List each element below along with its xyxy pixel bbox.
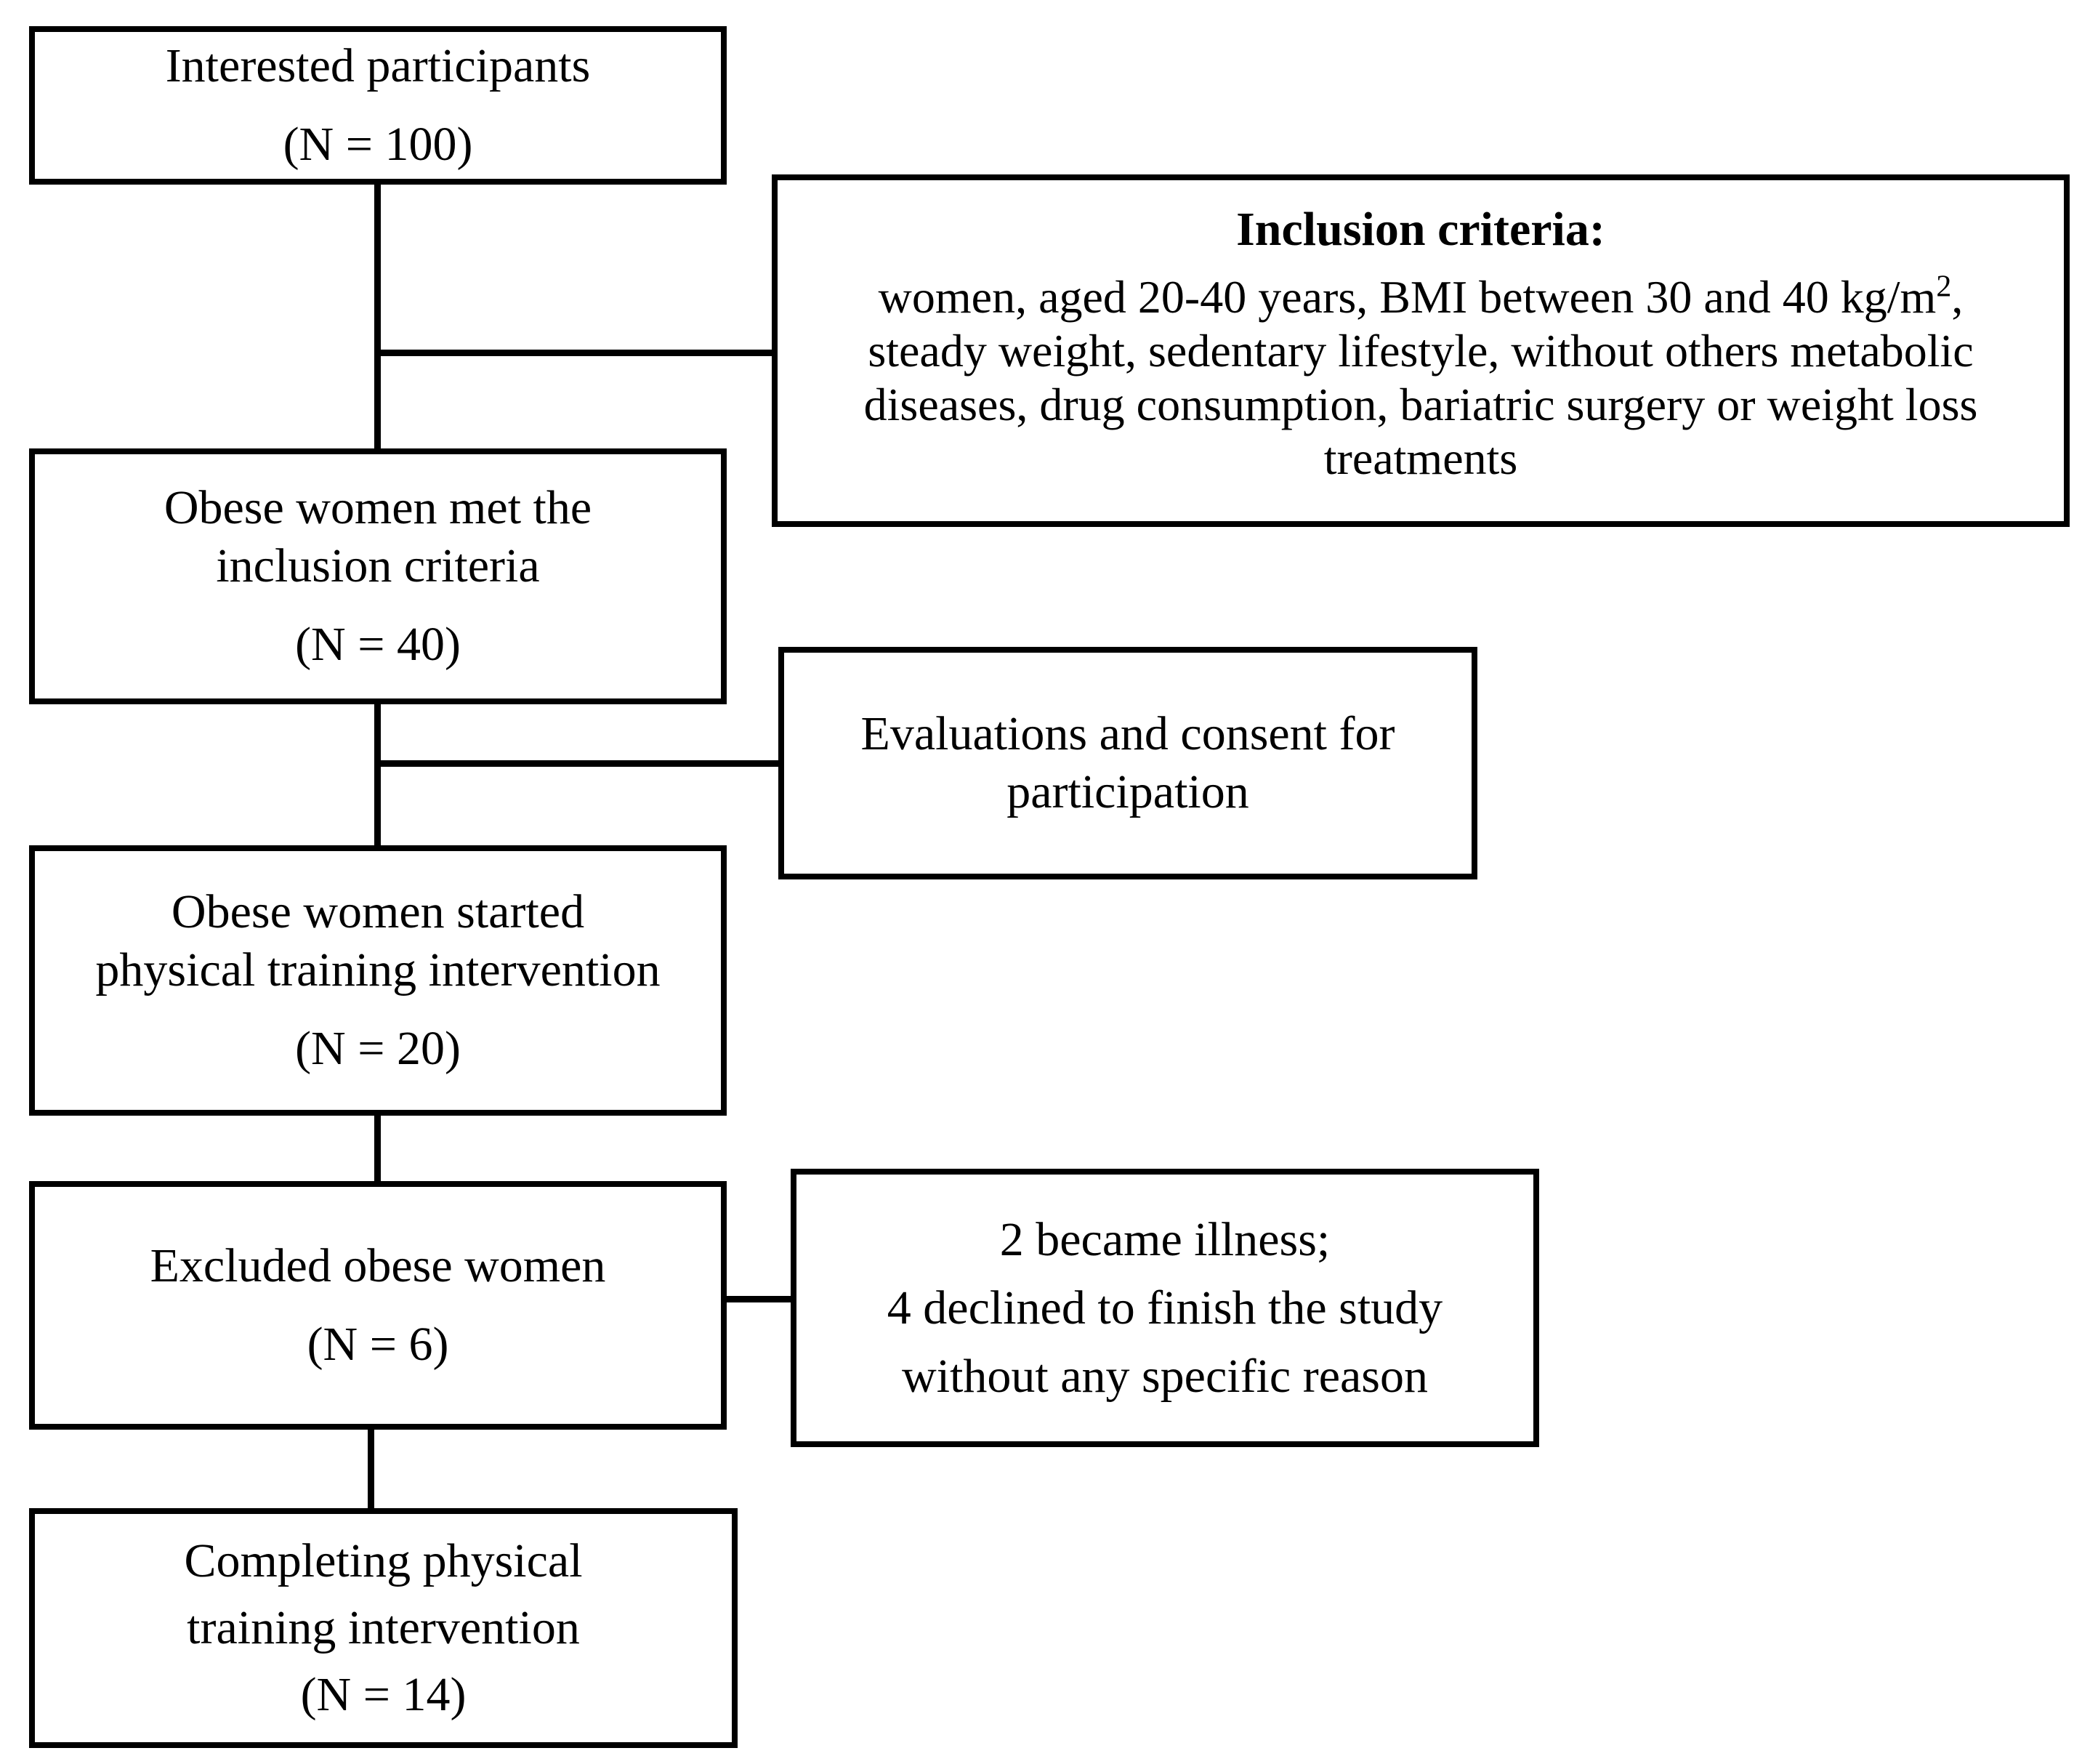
- exclusion-reasons-box: 2 became illness; 4 declined to finish t…: [791, 1169, 1539, 1447]
- exclusion-reasons-line-1: 2 became illness;: [999, 1212, 1331, 1266]
- interested-participants-count: (N = 100): [283, 118, 473, 171]
- connector-branch-inclusion: [374, 350, 778, 356]
- exclusion-reasons-line-3: without any specific reason: [902, 1349, 1428, 1403]
- inclusion-criteria-line-1: women, aged 20-40 years, BMI between 30 …: [879, 270, 1964, 324]
- met-criteria-line-1: Obese women met the: [164, 481, 592, 534]
- completing-line-2: training intervention: [187, 1601, 580, 1654]
- started-intervention-box: Obese women started physical training in…: [29, 845, 727, 1116]
- excluded-title: Excluded obese women: [150, 1239, 606, 1292]
- met-criteria-box: Obese women met the inclusion criteria (…: [29, 448, 727, 704]
- inclusion-criteria-line-4: treatments: [1323, 432, 1518, 484]
- met-criteria-line-2: inclusion criteria: [216, 539, 540, 592]
- inclusion-criteria-box: Inclusion criteria: women, aged 20-40 ye…: [772, 174, 2070, 527]
- evaluations-line-2: participation: [1006, 765, 1249, 818]
- started-intervention-count: (N = 20): [295, 1022, 461, 1075]
- completing-line-1: Completing physical: [184, 1534, 583, 1587]
- connector-met-to-started: [374, 700, 381, 850]
- completing-box: Completing physical training interventio…: [29, 1508, 738, 1748]
- inclusion-criteria-line-2: steady weight, sedentary lifestyle, with…: [868, 324, 1974, 376]
- excluded-box: Excluded obese women (N = 6): [29, 1181, 727, 1430]
- connector-branch-evaluations: [374, 760, 781, 767]
- connector-excluded-to-completing: [368, 1426, 374, 1512]
- exclusion-reasons-line-2: 4 declined to finish the study: [887, 1281, 1443, 1334]
- started-intervention-line-2: physical training intervention: [95, 943, 661, 996]
- evaluations-line-1: Evaluations and consent for: [860, 707, 1395, 760]
- evaluations-box: Evaluations and consent for participatio…: [778, 647, 1477, 879]
- inclusion-criteria-superscript: 2: [1936, 270, 1952, 304]
- inclusion-criteria-line-3: diseases, drug consumption, bariatric su…: [863, 378, 1978, 430]
- interested-participants-box: Interested participants (N = 100): [29, 26, 727, 185]
- met-criteria-count: (N = 40): [295, 618, 461, 671]
- excluded-count: (N = 6): [307, 1318, 449, 1371]
- connector-started-to-excluded: [374, 1112, 381, 1185]
- connector-branch-exclusion-reasons: [724, 1296, 795, 1302]
- connector-interested-to-met: [374, 180, 381, 452]
- inclusion-criteria-line-1-text: women, aged 20-40 years, BMI between 30 …: [878, 270, 1937, 323]
- started-intervention-line-1: Obese women started: [171, 885, 585, 938]
- interested-participants-title: Interested participants: [165, 39, 591, 92]
- completing-count: (N = 14): [300, 1668, 467, 1721]
- inclusion-criteria-line-1-end: ,: [1951, 270, 1964, 323]
- inclusion-criteria-heading: Inclusion criteria:: [1236, 202, 1605, 256]
